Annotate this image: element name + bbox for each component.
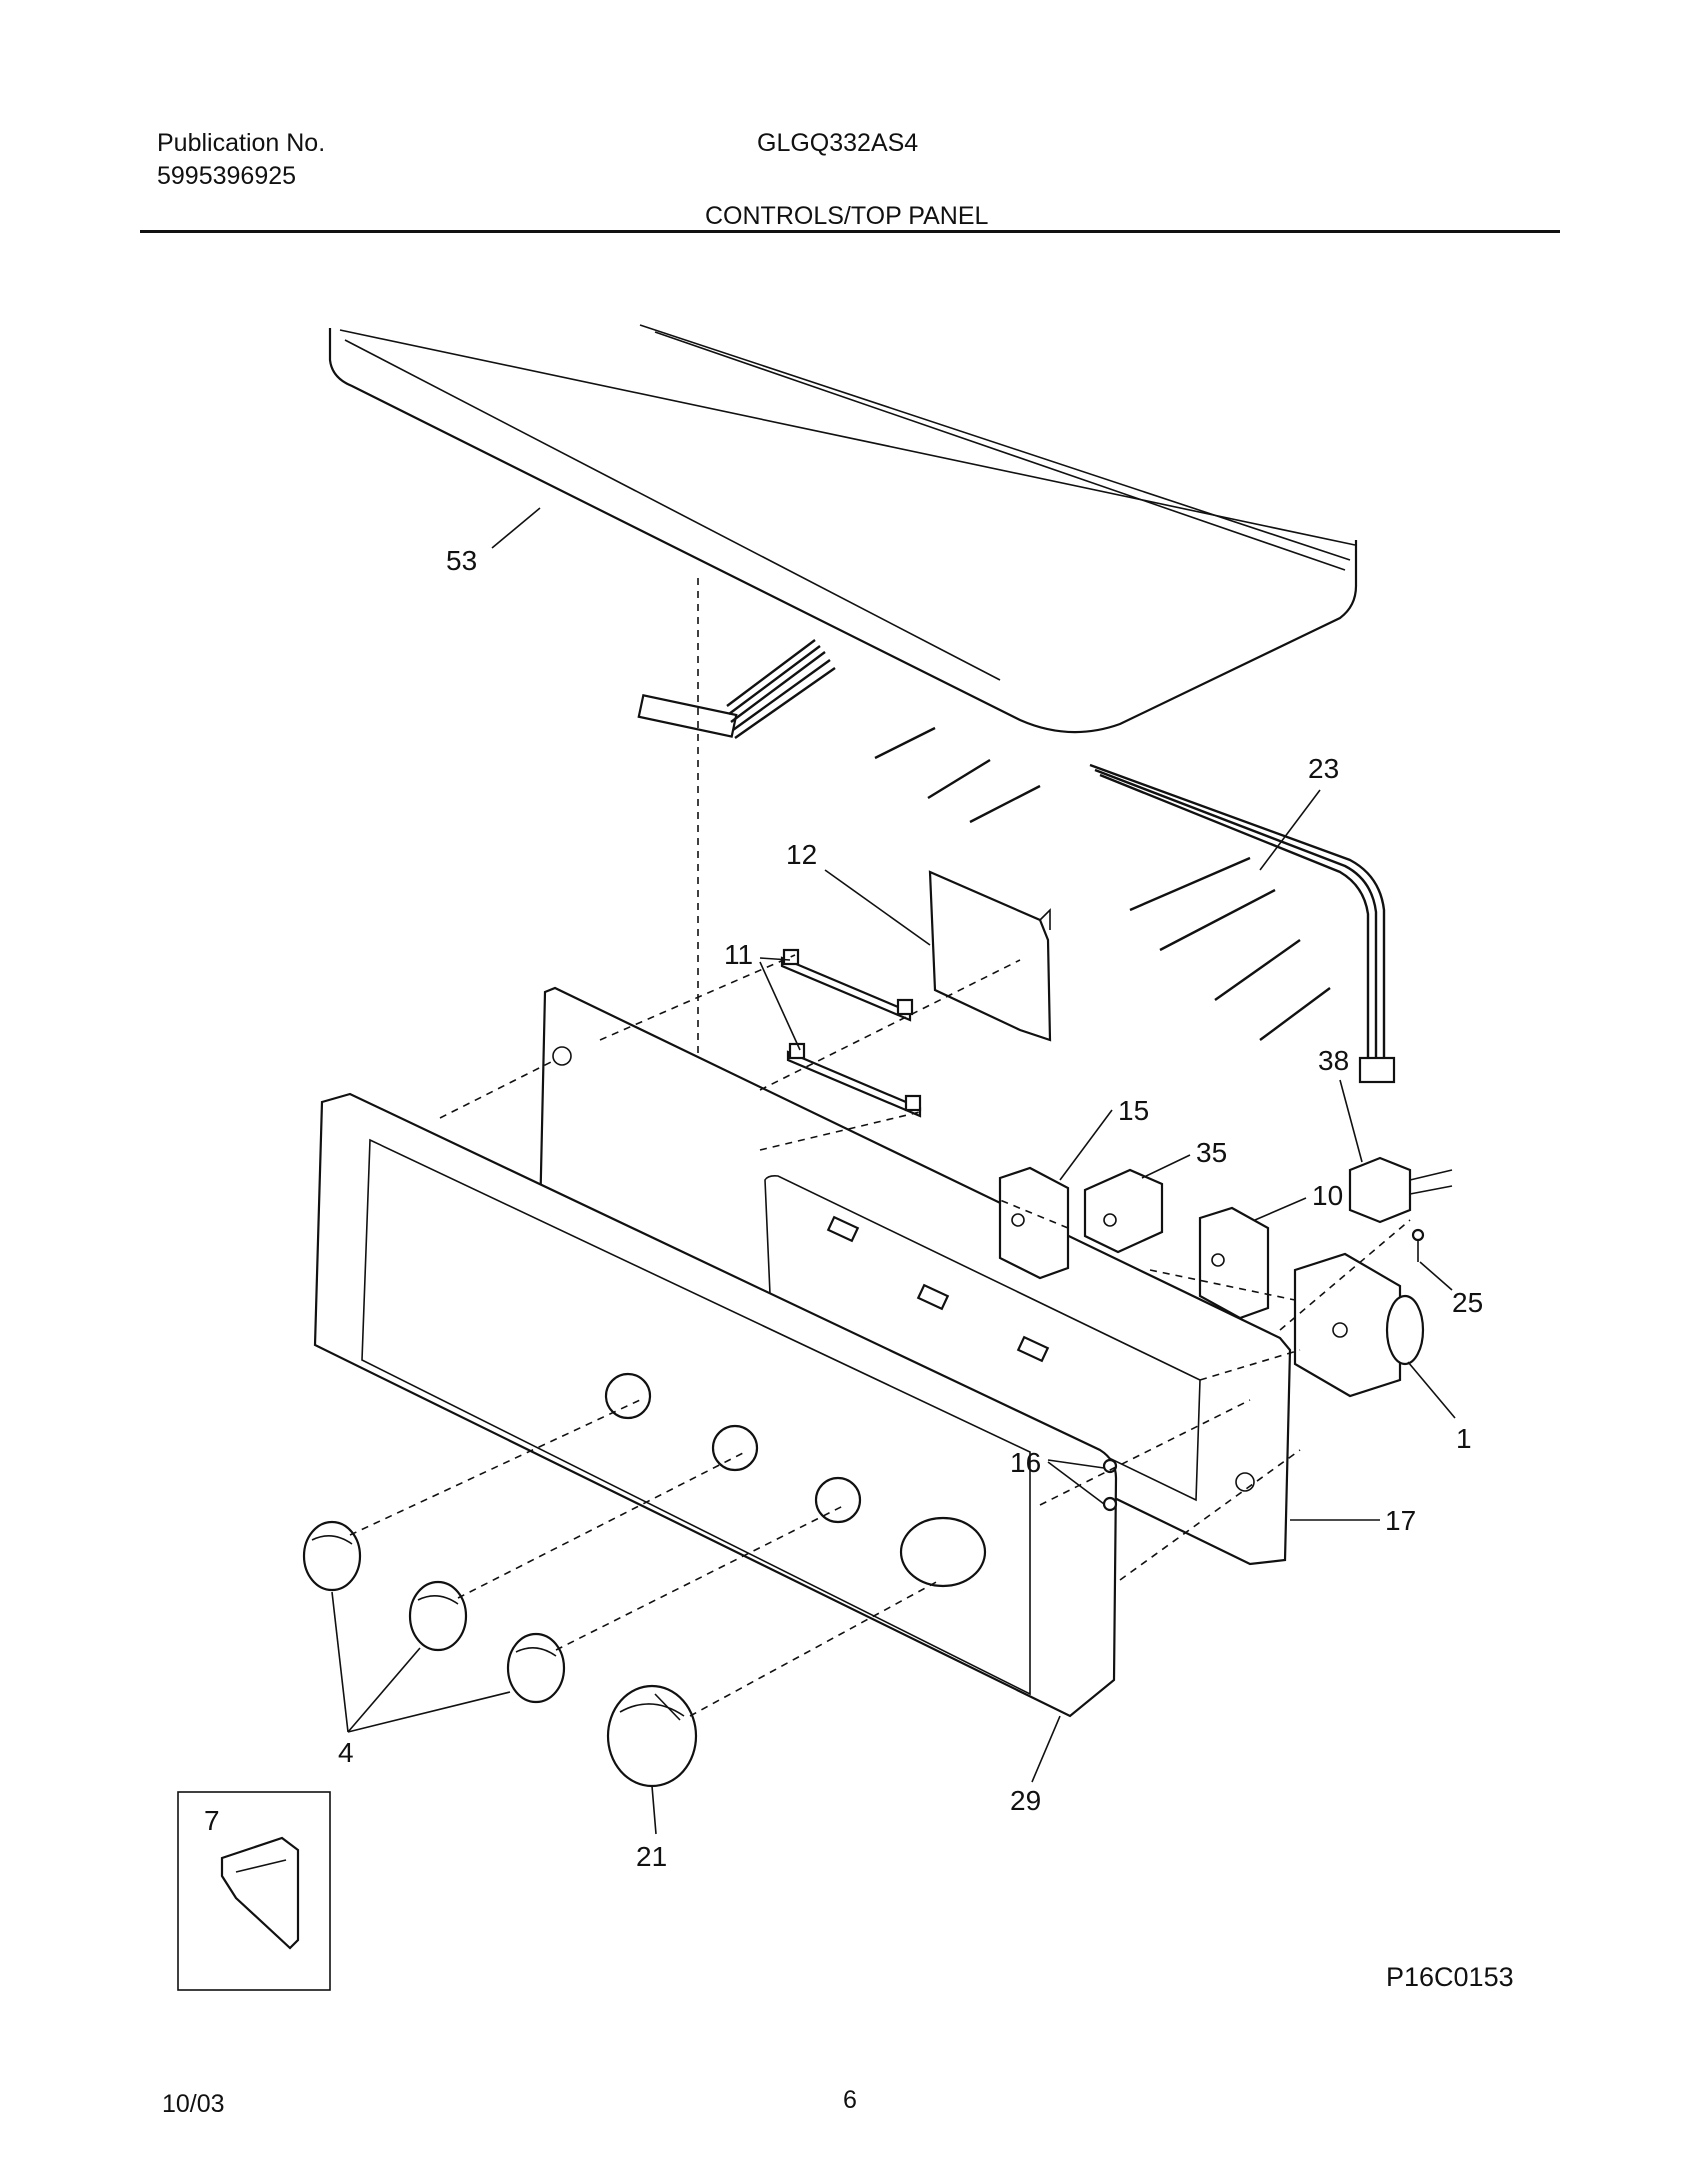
callout-38: 38	[1318, 1045, 1349, 1076]
section-title: CONTROLS/TOP PANEL	[705, 202, 989, 230]
timer-part	[1293, 1252, 1425, 1398]
callout-23: 23	[1308, 753, 1339, 784]
page-number: 6	[843, 2086, 857, 2114]
callout-7: 7	[204, 1805, 220, 1836]
callout-35: 35	[1196, 1137, 1227, 1168]
publication-number: 5995396925	[157, 162, 297, 190]
wire-harness-part	[1089, 763, 1396, 1084]
callout-15: 15	[1118, 1095, 1149, 1126]
callout-21: 21	[636, 1841, 667, 1872]
buzzer-part	[1348, 1156, 1453, 1224]
callout-10: 10	[1312, 1180, 1343, 1211]
header-rule	[140, 230, 1560, 233]
callout-12: 12	[786, 839, 817, 870]
bracket-lower-part	[786, 1042, 922, 1118]
knob-middle-part	[408, 1580, 468, 1652]
selector-switch-part	[1198, 1206, 1270, 1320]
switch-part	[998, 1166, 1070, 1280]
callout-29: 29	[1010, 1785, 1041, 1816]
callout-17: 17	[1385, 1505, 1416, 1536]
callout-25: 25	[1452, 1287, 1483, 1318]
callout-53: 53	[446, 545, 477, 576]
timer-knob-part	[606, 1684, 698, 1788]
top-panel-part	[328, 324, 1358, 734]
footer-date: 10/03	[162, 2090, 225, 2118]
model-number: GLGQ332AS4	[757, 129, 919, 157]
callout-11: 11	[724, 939, 753, 970]
inset-box-part-7: 7	[177, 1791, 331, 1991]
callout-16: 16	[1010, 1447, 1041, 1478]
control-panel-part	[313, 1092, 1118, 1718]
callout-4: 4	[338, 1737, 354, 1768]
diagram-code: P16C0153	[1386, 1962, 1514, 1992]
callout-1: 1	[1456, 1423, 1472, 1454]
knob-right-part	[506, 1632, 566, 1704]
wire-connector	[637, 639, 1041, 824]
bracket-upper-part	[780, 948, 914, 1022]
knob-left-part	[302, 1520, 362, 1592]
circuit-board-part	[928, 870, 1052, 1042]
thermostat-switch-part	[1083, 1168, 1164, 1254]
screw-part	[1411, 1228, 1425, 1262]
publication-label: Publication No.	[157, 129, 326, 157]
